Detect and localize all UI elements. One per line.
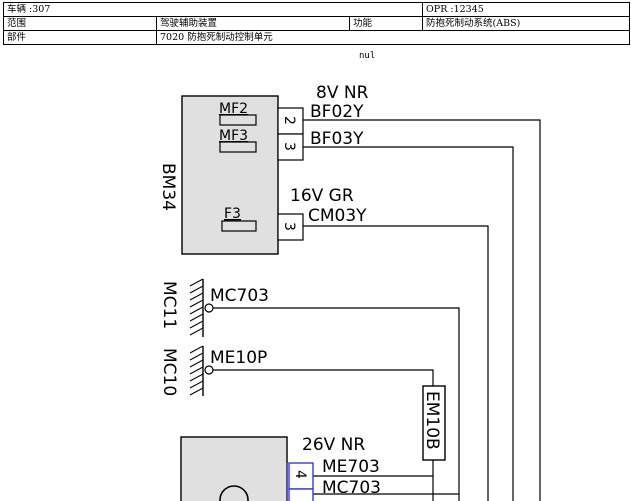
ground2-code: ME10P: [210, 348, 267, 368]
part-label: 部件: [3, 30, 157, 45]
fuse-mf3: [219, 141, 257, 153]
ground-mc10: MC10 ME10P: [159, 345, 267, 396]
wire-me10p: [210, 369, 434, 386]
bm34-box: BM34 MF2 MF3 F3 2 3 3: [158, 95, 304, 255]
header-table: 车辆 :307 OPR :12345 范围 驾驶辅助装置 功能 防抱死制动系统(…: [2, 2, 631, 45]
bottom-wire-label: 26V NR: [302, 435, 365, 455]
wire-bf03y: [303, 146, 514, 501]
pin-3a-label: 3: [281, 142, 297, 151]
ground2-name: MC10: [159, 348, 179, 396]
wire3-label: 16V GR: [290, 186, 354, 206]
wire1-code: BF02Y: [310, 102, 364, 122]
fuse-mf3-label: MF3: [219, 128, 248, 144]
bottom-pin-box-4: [288, 462, 314, 490]
wire-cm03y: [303, 225, 489, 501]
bottom-code-2: MC703: [322, 478, 381, 498]
pin-2-label: 2: [281, 116, 297, 125]
fuse-mf2-label: MF2: [219, 101, 248, 117]
ground-mc11: MC11 MC703: [159, 278, 269, 337]
pin-3b-label: 3: [281, 222, 297, 231]
ground2-terminal: [204, 365, 214, 375]
bottom-pin-4-label: 4: [292, 470, 308, 479]
bm34-name: BM34: [158, 163, 178, 211]
bottom-block-symbol: [219, 485, 249, 501]
header-row-part: 部件 7020 防抱死制动控制单元: [3, 30, 631, 45]
connector-label: EM10B: [422, 391, 442, 450]
pin-box-2: [277, 107, 304, 135]
null-label: nul: [359, 51, 376, 61]
wire1-label: 8V NR: [316, 83, 369, 103]
wire-bf02y: [303, 119, 541, 501]
ground2-hatch: [189, 345, 204, 396]
pin-box-3b: [277, 213, 304, 241]
part-value: 7020 防抱死制动控制单元: [155, 30, 631, 45]
fuse-mf2: [219, 114, 257, 126]
pin-box-3a: [277, 133, 304, 161]
wire-mc703: [210, 307, 460, 501]
ground1-name: MC11: [159, 281, 179, 329]
ground1-code: MC703: [210, 286, 269, 306]
wire3-code: CM03Y: [308, 206, 367, 226]
ground1-terminal: [204, 303, 214, 313]
bottom-code-1: ME703: [322, 457, 380, 477]
fuse-f3: [221, 220, 257, 232]
bottom-block: 4 26V NR ME703 MC703: [180, 435, 381, 501]
connector-em10b: EM10B: [422, 385, 446, 461]
fuse-f3-label: F3: [224, 206, 241, 222]
ground1-hatch: [189, 278, 204, 336]
wire2-code: BF03Y: [310, 129, 364, 149]
bottom-pin-box-5: [288, 488, 314, 501]
